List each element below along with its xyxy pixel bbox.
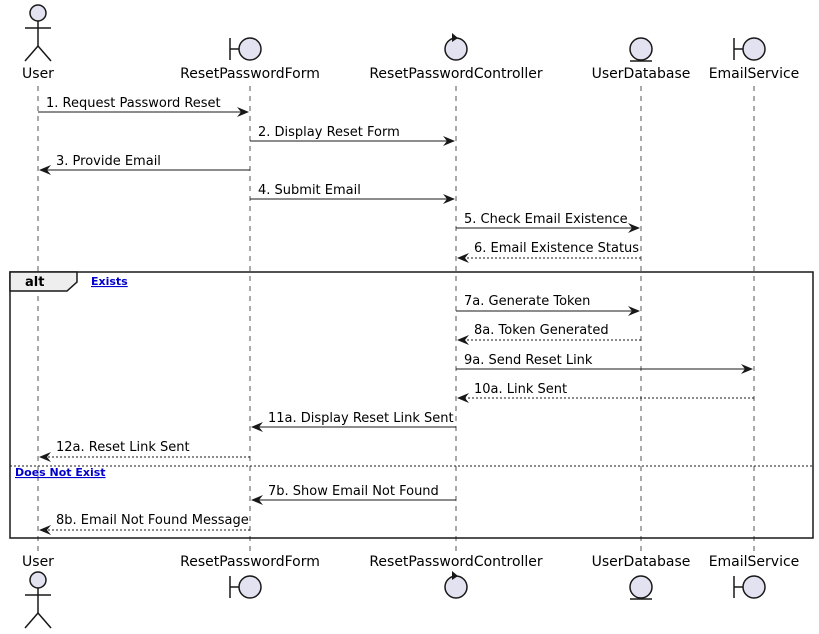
alt-fragment-frame [9,271,814,539]
participant-label-reset-password-controller: ResetPasswordController [369,66,543,82]
message-3: 3. Provide Email [39,154,250,175]
participant-label-email-service-bottom: EmailService [709,554,800,570]
message-12a-label: 12a. Reset Link Sent [56,440,190,455]
participant-label-email-service: EmailService [709,66,800,82]
message-8b: 8b. Email Not Found Message [39,513,250,535]
message-7b: 7b. Show Email Not Found [251,484,456,505]
actor-user-bottom-icon [24,571,52,629]
message-2-label: 2. Display Reset Form [258,125,400,140]
message-7a: 7a. Generate Token [456,294,640,316]
message-7b-label: 7b. Show Email Not Found [268,484,439,499]
alt-guard-does-not-exist: Does Not Exist [15,466,106,479]
participant-label-reset-password-form: ResetPasswordForm [180,66,320,82]
participant-heads-bottom: User ResetPasswordForm ResetPasswordCont… [22,554,800,629]
message-8a-label: 8a. Token Generated [474,323,609,338]
message-8a: 8a. Token Generated [457,323,641,345]
message-2: 2. Display Reset Form [250,125,455,146]
messages: 1. Request Password Reset 2. Display Res… [38,96,754,535]
boundary-email-service-bottom-icon [733,575,766,599]
message-1: 1. Request Password Reset [38,96,249,117]
participant-label-user: User [22,66,54,82]
message-9a: 9a. Send Reset Link [456,353,753,374]
message-4-label: 4. Submit Email [258,183,361,198]
boundary-reset-password-form-icon [229,37,262,61]
entity-user-database-bottom-icon [629,575,653,600]
message-1-label: 1. Request Password Reset [46,96,221,111]
control-reset-password-controller-icon [444,33,468,61]
message-12a: 12a. Reset Link Sent [39,440,250,462]
message-6-label: 6. Email Existence Status [474,241,639,256]
message-11a: 11a. Display Reset Link Sent [251,411,456,432]
participant-label-user-database-bottom: UserDatabase [592,554,691,570]
lifelines [37,86,755,552]
participant-heads-top: User ResetPasswordForm ResetPasswordCont… [22,4,800,82]
participant-label-reset-password-form-bottom: ResetPasswordForm [180,554,320,570]
message-5-label: 5. Check Email Existence [464,212,628,227]
participant-label-user-database: UserDatabase [592,66,691,82]
participant-label-reset-password-controller-bottom: ResetPasswordController [369,554,543,570]
message-3-label: 3. Provide Email [56,154,161,169]
message-11a-label: 11a. Display Reset Link Sent [268,411,454,426]
alt-keyword: alt [25,275,44,290]
message-4: 4. Submit Email [250,183,455,204]
boundary-reset-password-form-bottom-icon [229,575,262,599]
control-reset-password-controller-bottom-icon [444,571,468,599]
alt-fragment: alt Exists Does Not Exist [9,271,814,539]
message-9a-label: 9a. Send Reset Link [464,353,593,368]
actor-user-icon [24,4,52,62]
participant-label-user-bottom: User [22,554,54,570]
message-5: 5. Check Email Existence [456,212,640,233]
message-7a-label: 7a. Generate Token [464,294,590,309]
message-6: 6. Email Existence Status [457,241,641,263]
alt-fragment-tab [9,271,78,292]
message-10a-label: 10a. Link Sent [474,382,567,397]
message-10a: 10a. Link Sent [457,382,754,403]
boundary-email-service-icon [733,37,766,61]
message-8b-label: 8b. Email Not Found Message [56,513,249,528]
alt-guard-exists: Exists [91,275,128,288]
entity-user-database-icon [629,37,653,62]
